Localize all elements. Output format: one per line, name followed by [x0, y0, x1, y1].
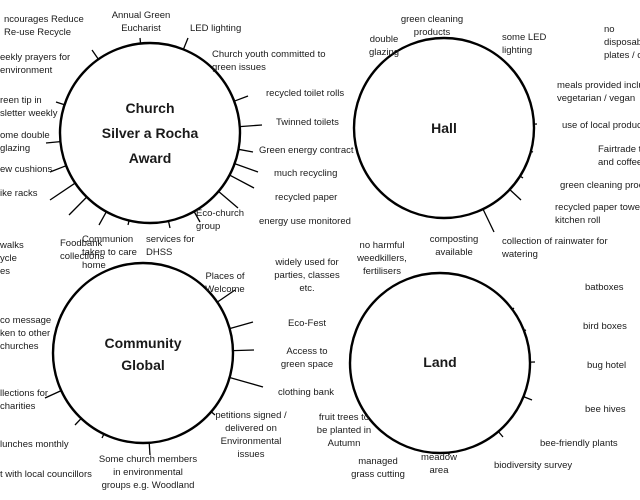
- church-spoke-9: [193, 211, 201, 223]
- church-spoke-4: [239, 124, 263, 128]
- church-spoke-17: [55, 101, 65, 106]
- hall-label-5: Fairtrade teaand coffee: [598, 144, 640, 168]
- church-label-8: energy use monitored: [259, 216, 351, 227]
- community-label-8: lunches monthly: [0, 439, 69, 450]
- church-spoke-19: [91, 49, 99, 60]
- community-spoke-3: [232, 349, 255, 352]
- community-spoke-2: [229, 321, 254, 330]
- church-spoke-6: [234, 162, 259, 173]
- church-spoke-14: [49, 182, 76, 201]
- community-hub-title: Community: [105, 335, 182, 351]
- church-spoke-13: [68, 196, 88, 216]
- church-hub-title: Silver a Rocha: [102, 125, 199, 141]
- church-spoke-5: [238, 148, 254, 153]
- hall-hub-title: Hall: [431, 120, 457, 136]
- church-hub-title: Church: [126, 100, 175, 116]
- land-hub-circle: [348, 271, 532, 455]
- community-hub-title: Global: [121, 357, 165, 373]
- hall-spoke-8: [482, 208, 495, 233]
- land-spoke-3: [523, 395, 533, 401]
- church-label-6: much recycling: [274, 168, 337, 179]
- community-spoke-8: [74, 417, 82, 426]
- church-spoke-12: [98, 211, 107, 226]
- church-label-14: ike racks: [0, 188, 38, 199]
- land-label-3: bee hives: [585, 404, 626, 415]
- church-label-5: Green energy contract: [259, 145, 354, 156]
- hall-label-4: use of local produc: [562, 120, 640, 131]
- community-spoke-6: [148, 442, 151, 456]
- land-label-2: bug hotel: [587, 360, 626, 371]
- church-label-3: recycled toilet rolls: [266, 88, 344, 99]
- land-label-5: biodiversity survey: [494, 460, 572, 471]
- church-label-4: Twinned toilets: [276, 117, 339, 128]
- land-label-0: batboxes: [585, 282, 624, 293]
- community-label-2: Eco-Fest: [288, 318, 326, 329]
- community-spoke-1: [216, 289, 236, 303]
- church-spoke-3: [233, 95, 249, 102]
- church-spoke-16: [45, 140, 61, 144]
- church-spoke-1: [182, 37, 189, 50]
- church-spoke-8: [218, 190, 239, 209]
- church-hub-circle: [58, 41, 242, 225]
- church-label-1: LED lighting: [190, 23, 241, 34]
- church-label-15: ew cushions: [0, 164, 53, 175]
- community-label-7: t with local councillors: [0, 469, 92, 480]
- land-label-1: bird boxes: [583, 321, 627, 332]
- hall-hub-circle: [352, 36, 536, 220]
- church-label-7: recycled paper: [275, 192, 337, 203]
- hall-label-6: green cleaning proc: [560, 180, 640, 191]
- hall-spoke-7: [509, 189, 522, 201]
- hall-label-2: nodisposableplates / cups: [604, 24, 640, 61]
- community-spoke-9: [44, 390, 62, 399]
- community-hub-circle: [51, 261, 235, 445]
- land-hub-title: Land: [423, 354, 456, 370]
- community-label-4: clothing bank: [278, 387, 334, 398]
- church-spoke-15: [49, 165, 67, 173]
- church-spoke-7: [229, 174, 255, 189]
- community-spoke-4: [229, 376, 264, 388]
- church-hub-title: Award: [129, 150, 172, 166]
- land-label-4: bee-friendly plants: [540, 438, 618, 449]
